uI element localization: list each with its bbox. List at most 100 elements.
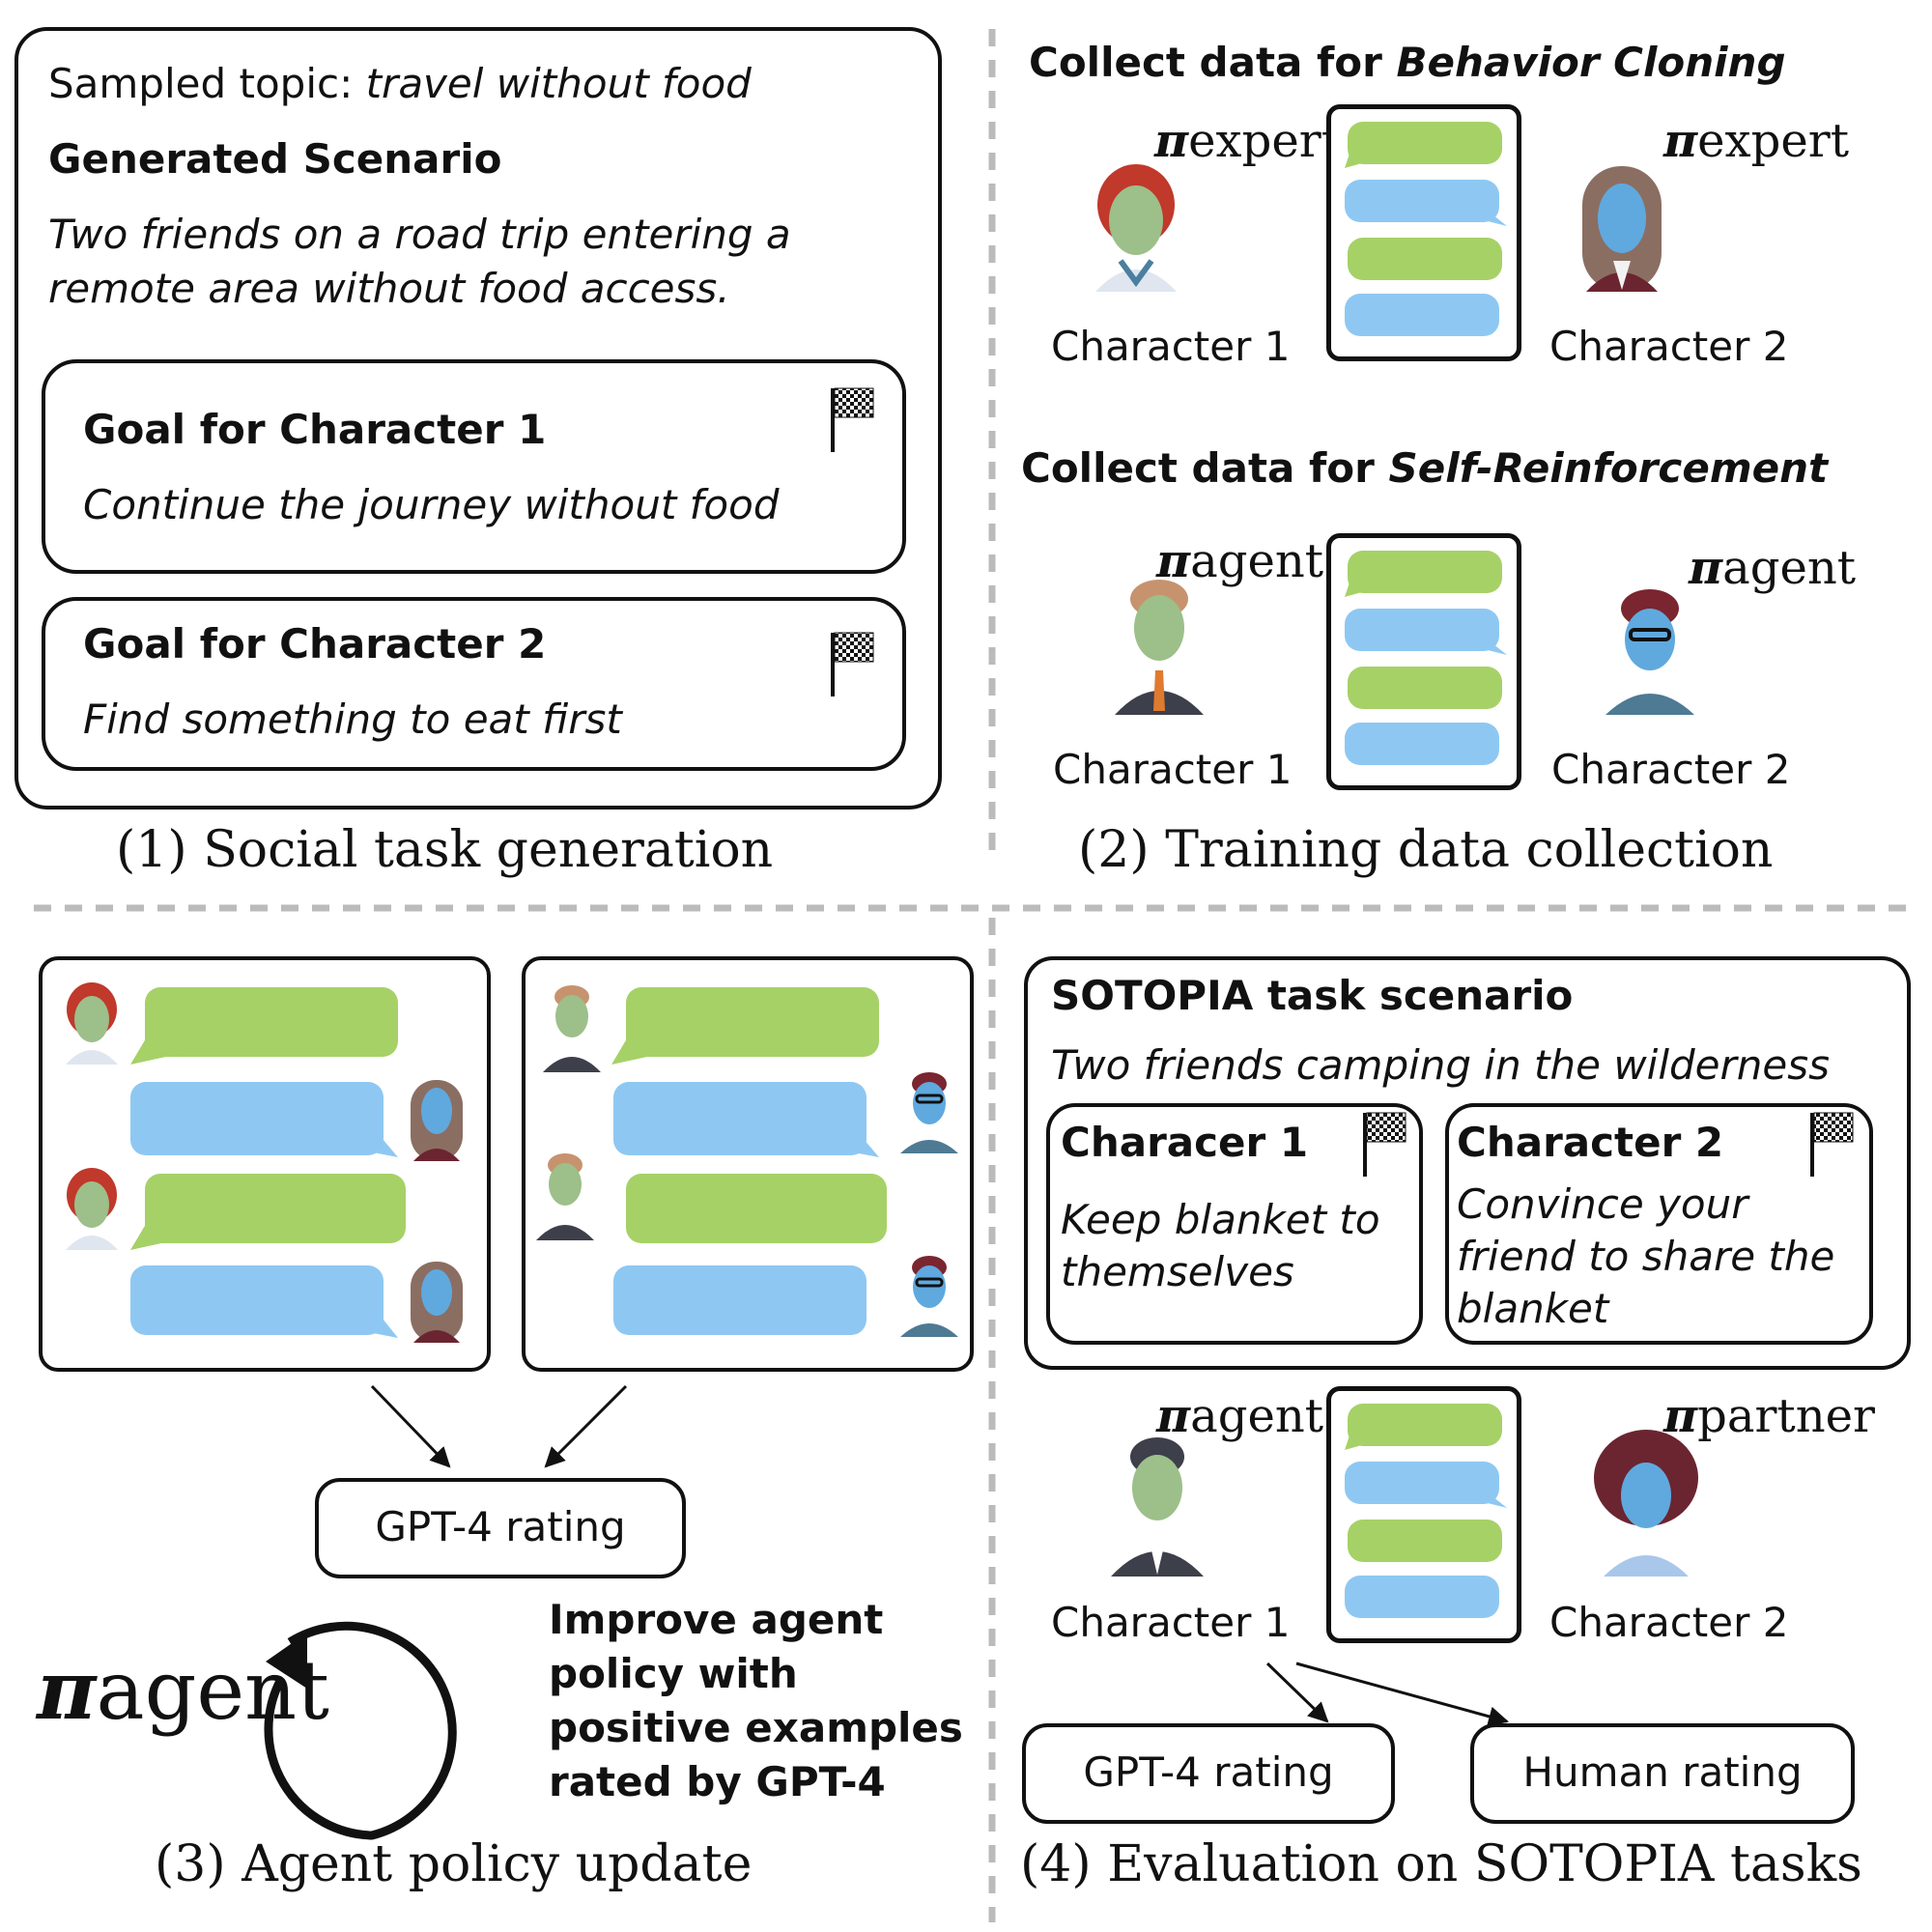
caption-2: (2) Training data collection: [1078, 821, 1774, 879]
improve-line-2: policy with: [549, 1650, 798, 1697]
pi-symbol: π: [1689, 541, 1723, 595]
topic-prefix: Sampled topic:: [48, 60, 366, 107]
chat-bubble-green: [626, 1174, 887, 1243]
sotopia-char2-line-3: blanket: [1457, 1285, 1609, 1332]
pi-agent-eval: πagent: [1156, 1389, 1323, 1443]
sr-heading: Collect data for Self-Reinforcement: [1021, 444, 1828, 492]
avatar-curly-hair-icon: [1594, 1430, 1698, 1577]
sotopia-char2-box: [1445, 1103, 1873, 1345]
cycle-arrowhead: [266, 1633, 307, 1689]
pi-subscript: agent: [1190, 1389, 1324, 1443]
flag-icon: [1363, 1112, 1406, 1177]
scenario-heading: Generated Scenario: [48, 135, 502, 183]
avatar-glasses-icon: [900, 1072, 958, 1153]
goal1-text: Continue the journey without food: [83, 481, 780, 528]
flag-icon: [1810, 1112, 1854, 1177]
bc-heading: Collect data for Behavior Cloning: [1029, 39, 1786, 86]
scenario-line-1: Two friends on a road trip entering a: [48, 211, 791, 258]
pi-symbol: π: [37, 1642, 97, 1738]
bubble-tail-blue: [1476, 1485, 1507, 1508]
avatar-red-hair-icon: [66, 1168, 118, 1250]
pi-agent-1: πagent: [1156, 534, 1323, 588]
chat-bubble-blue: [1345, 1462, 1499, 1504]
goal2-text: Find something to eat first: [83, 696, 622, 743]
bc-character2-label: Character 2: [1549, 323, 1789, 370]
goal2-title: Goal for Character 2: [83, 620, 547, 668]
improve-line-4: rated by GPT-4: [549, 1758, 886, 1805]
human-rating-label: Human rating: [1522, 1748, 1803, 1796]
arrow-to-gpt4-rating: [1265, 1662, 1329, 1723]
sotopia-char2-line-2: friend to share the: [1457, 1233, 1835, 1280]
chat-bubble-green: [1348, 667, 1502, 709]
chat-bubble-green: [1348, 122, 1502, 164]
pi-symbol: π: [1156, 1389, 1191, 1443]
eval-character1-label: Character 1: [1051, 1599, 1291, 1646]
avatar-suit-icon: [1111, 1437, 1204, 1577]
chat-bubble-blue: [1345, 723, 1499, 765]
chat-bubble-green: [1348, 238, 1502, 280]
chat-bubble-green: [145, 987, 398, 1057]
sotopia-char1-title: Characer 1: [1061, 1119, 1309, 1166]
sotopia-char2-line-1: Convince your: [1457, 1180, 1748, 1228]
flag-icon: [831, 387, 874, 452]
avatar-man-tie-icon: [543, 985, 601, 1072]
pi-expert-2: πexpert: [1663, 114, 1849, 168]
chat-bubble-blue: [130, 1082, 384, 1155]
goal1-box: [42, 359, 906, 574]
chat-bubble-green: [1348, 1520, 1502, 1562]
sr-prefix: Collect data for: [1021, 444, 1389, 492]
arrow-to-human-rating: [1295, 1662, 1510, 1727]
sr-method: Self-Reinforcement: [1388, 444, 1829, 492]
gpt4-rating-box-3: [315, 1478, 686, 1578]
pi-symbol: π: [1154, 114, 1189, 168]
avatar-red-hair-icon: [66, 982, 118, 1065]
sr-character2-label: Character 2: [1551, 746, 1791, 793]
arrow-to-rating: [370, 1384, 451, 1468]
chat-bubble-green: [1348, 1404, 1502, 1446]
pi-symbol: π: [1156, 534, 1191, 588]
chat-bubble-blue: [1345, 180, 1499, 222]
improve-line-3: positive examples: [549, 1704, 963, 1751]
sampled-topic: Sampled topic: travel without food: [48, 60, 752, 107]
chat-bubble-blue: [613, 1265, 867, 1335]
bubble-tail-green: [1345, 145, 1372, 168]
bc-method: Behavior Cloning: [1396, 39, 1786, 86]
chat-tails: [130, 145, 1507, 1508]
goal1-title: Goal for Character 1: [83, 406, 547, 453]
chat-bubble-green: [145, 1174, 406, 1243]
bc-prefix: Collect data for: [1029, 39, 1397, 86]
bubble-tail-green: [1345, 574, 1372, 597]
avatar-red-hair-icon: [1095, 164, 1177, 292]
avatar-long-hair-icon: [1582, 166, 1662, 292]
chat-bubble-blue: [613, 1082, 867, 1155]
pi-symbol: π: [1663, 1389, 1698, 1443]
bc-character1-label: Character 1: [1051, 323, 1291, 370]
chat-bubble-blue: [1345, 294, 1499, 336]
pi-partner-eval: πpartner: [1663, 1389, 1875, 1443]
flag-icon: [831, 632, 874, 696]
avatar-long-hair-icon: [411, 1080, 463, 1161]
chat-bubble-blue: [130, 1265, 384, 1335]
avatar-man-tie-icon: [1115, 580, 1204, 715]
pi-symbol: π: [1663, 114, 1698, 168]
sotopia-char1-line-2: themselves: [1061, 1248, 1294, 1295]
update-cycle-icon: [264, 1621, 457, 1840]
bubble-tail-blue: [1476, 203, 1507, 226]
pi-subscript: expert: [1697, 114, 1849, 168]
pi-subscript: agent: [1190, 534, 1324, 588]
sotopia-scenario-text: Two friends camping in the wilderness: [1051, 1041, 1830, 1089]
sotopia-char1-box: [1046, 1103, 1423, 1345]
improve-line-1: Improve agent: [549, 1596, 884, 1643]
gpt4-rating-box-4: [1022, 1723, 1395, 1824]
pi-agent-2: πagent: [1689, 541, 1856, 595]
pi-subscript: partner: [1697, 1389, 1875, 1443]
caption-3: (3) Agent policy update: [155, 1835, 753, 1893]
caption-4: (4) Evaluation on SOTOPIA tasks: [1020, 1835, 1862, 1893]
pi-subscript: expert: [1188, 114, 1340, 168]
caption-1: (1) Social task generation: [116, 821, 774, 879]
sotopia-heading: SOTOPIA task scenario: [1051, 972, 1574, 1019]
avatar-glasses-icon: [900, 1256, 958, 1337]
bubble-tail-green: [1345, 1427, 1372, 1450]
